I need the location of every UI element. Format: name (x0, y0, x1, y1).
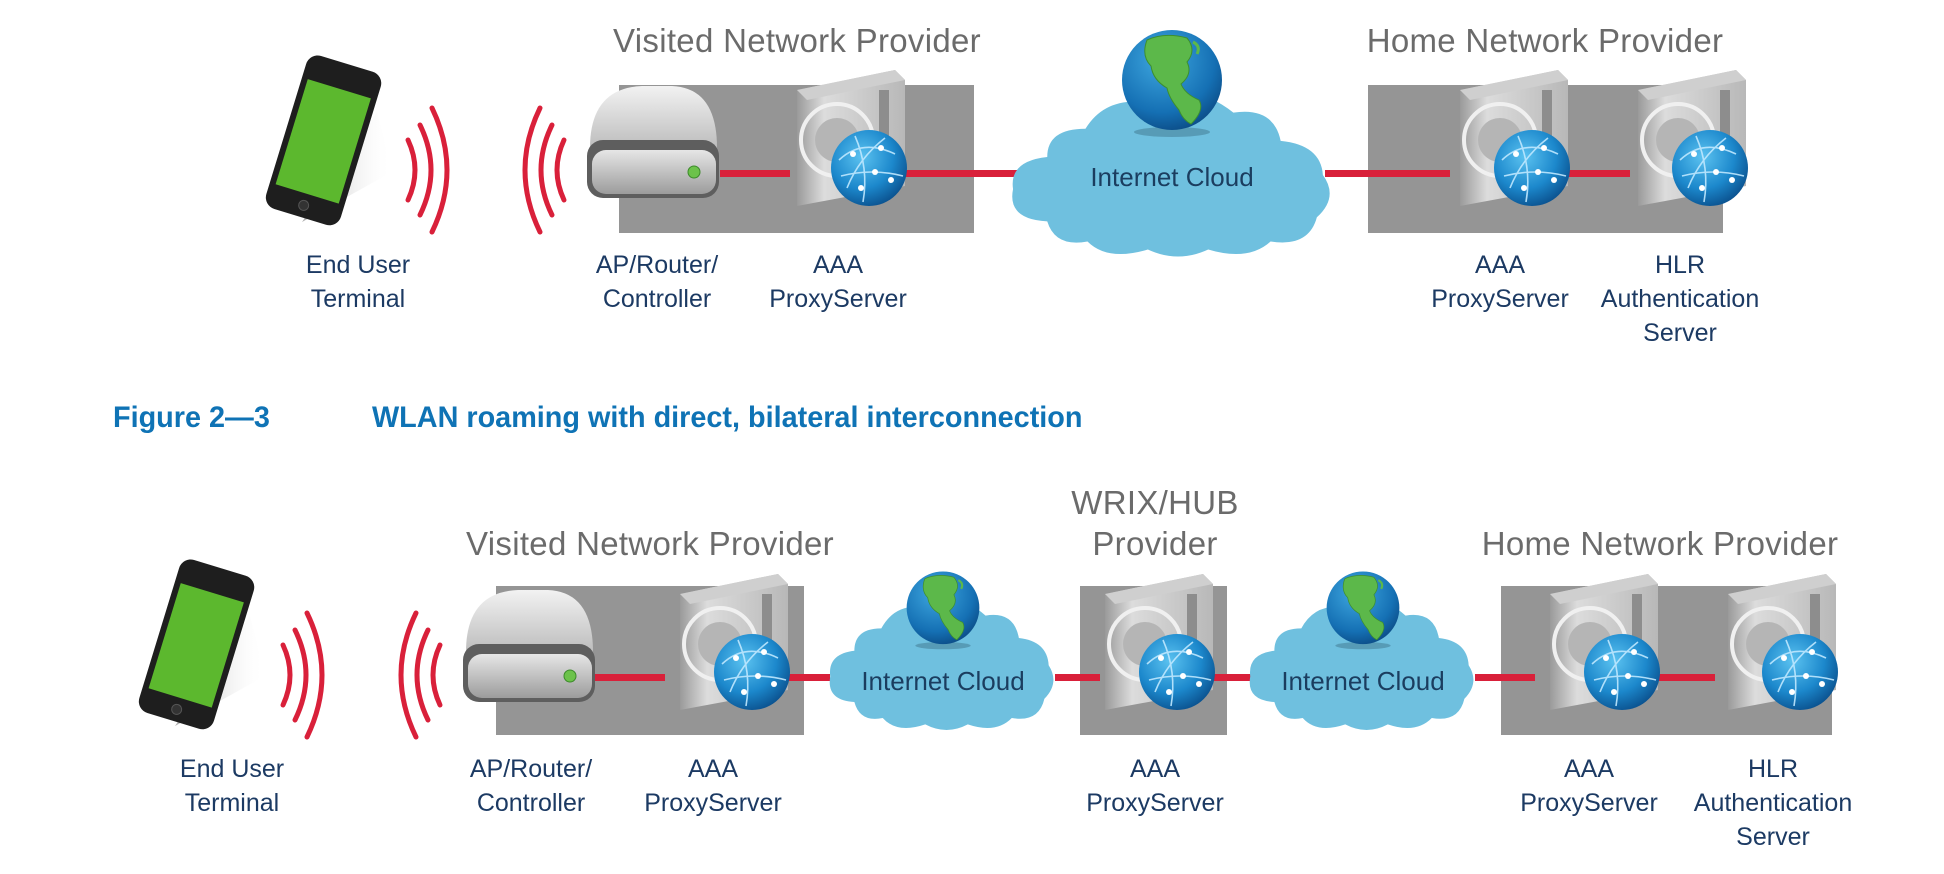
link-hub-aaa-to-cloud2 (1210, 674, 1255, 681)
bottom-visited-provider-title: Visited Network Provider (466, 525, 834, 562)
globe-icon (903, 570, 983, 650)
bottom-home-provider-title: Home Network Provider (1481, 525, 1839, 562)
hlr-server-icon (1618, 68, 1758, 218)
bottom-hub-aaa-label: AAA ProxyServer (1086, 755, 1224, 817)
top-ap-label: AP/Router/ Controller (595, 251, 719, 313)
bottom-terminal-label: End User Terminal (179, 755, 285, 817)
link-cloud2-to-home-aaa (1475, 674, 1535, 681)
link-ap-to-visited-aaa (720, 170, 790, 177)
figure-number: Figure 2—3 (113, 401, 270, 434)
bottom-hub-provider-title: WRIX/HUB Provider (1071, 484, 1239, 562)
globe-icon (1117, 28, 1227, 138)
phone-icon (135, 556, 275, 736)
figure-title: WLAN roaming with direct, bilateral inte… (372, 401, 1083, 434)
terminal-wireless-waves-icon (275, 605, 335, 745)
aaa-server-icon (1530, 572, 1670, 722)
bottom-home-aaa-label: AAA ProxyServer (1520, 755, 1658, 817)
bottom-hlr-label: HLR Authentication Server (1693, 755, 1853, 851)
top-cloud-label: Internet Cloud (1090, 162, 1254, 192)
ap-wireless-waves-icon (512, 100, 572, 240)
phone-icon (262, 52, 402, 232)
router-icon (582, 78, 722, 208)
top-terminal-label: End User Terminal (305, 251, 411, 313)
link-cloud-to-home-aaa (1325, 170, 1450, 177)
ap-wireless-waves-icon (388, 605, 448, 745)
hlr-server-icon (1708, 572, 1848, 722)
top-hlr-label: HLR Authentication Server (1600, 251, 1760, 347)
link-home-aaa-to-hlr (1560, 170, 1630, 177)
router-icon (458, 582, 598, 712)
aaa-server-icon (777, 68, 917, 218)
link-ap-to-visited-aaa (595, 674, 665, 681)
link-visited-aaa-to-cloud1 (770, 674, 830, 681)
bottom-cloud1-label: Internet Cloud (861, 666, 1025, 696)
top-home-provider-title: Home Network Provider (1366, 22, 1724, 59)
link-home-aaa-to-hlr (1650, 674, 1715, 681)
link-cloud1-to-hub-aaa (1055, 674, 1100, 681)
top-visited-aaa-label: AAA ProxyServer (769, 251, 907, 313)
top-home-aaa-label: AAA ProxyServer (1431, 251, 1569, 313)
bottom-ap-label: AP/Router/ Controller (469, 755, 593, 817)
aaa-server-icon (660, 572, 800, 722)
terminal-wireless-waves-icon (400, 100, 460, 240)
globe-icon (1323, 570, 1403, 650)
aaa-server-icon (1440, 68, 1580, 218)
bottom-cloud2-label: Internet Cloud (1281, 666, 1445, 696)
aaa-server-icon (1085, 572, 1225, 722)
top-visited-provider-title: Visited Network Provider (613, 22, 981, 59)
bottom-visited-aaa-label: AAA ProxyServer (644, 755, 782, 817)
link-visited-aaa-to-cloud (890, 170, 1025, 177)
